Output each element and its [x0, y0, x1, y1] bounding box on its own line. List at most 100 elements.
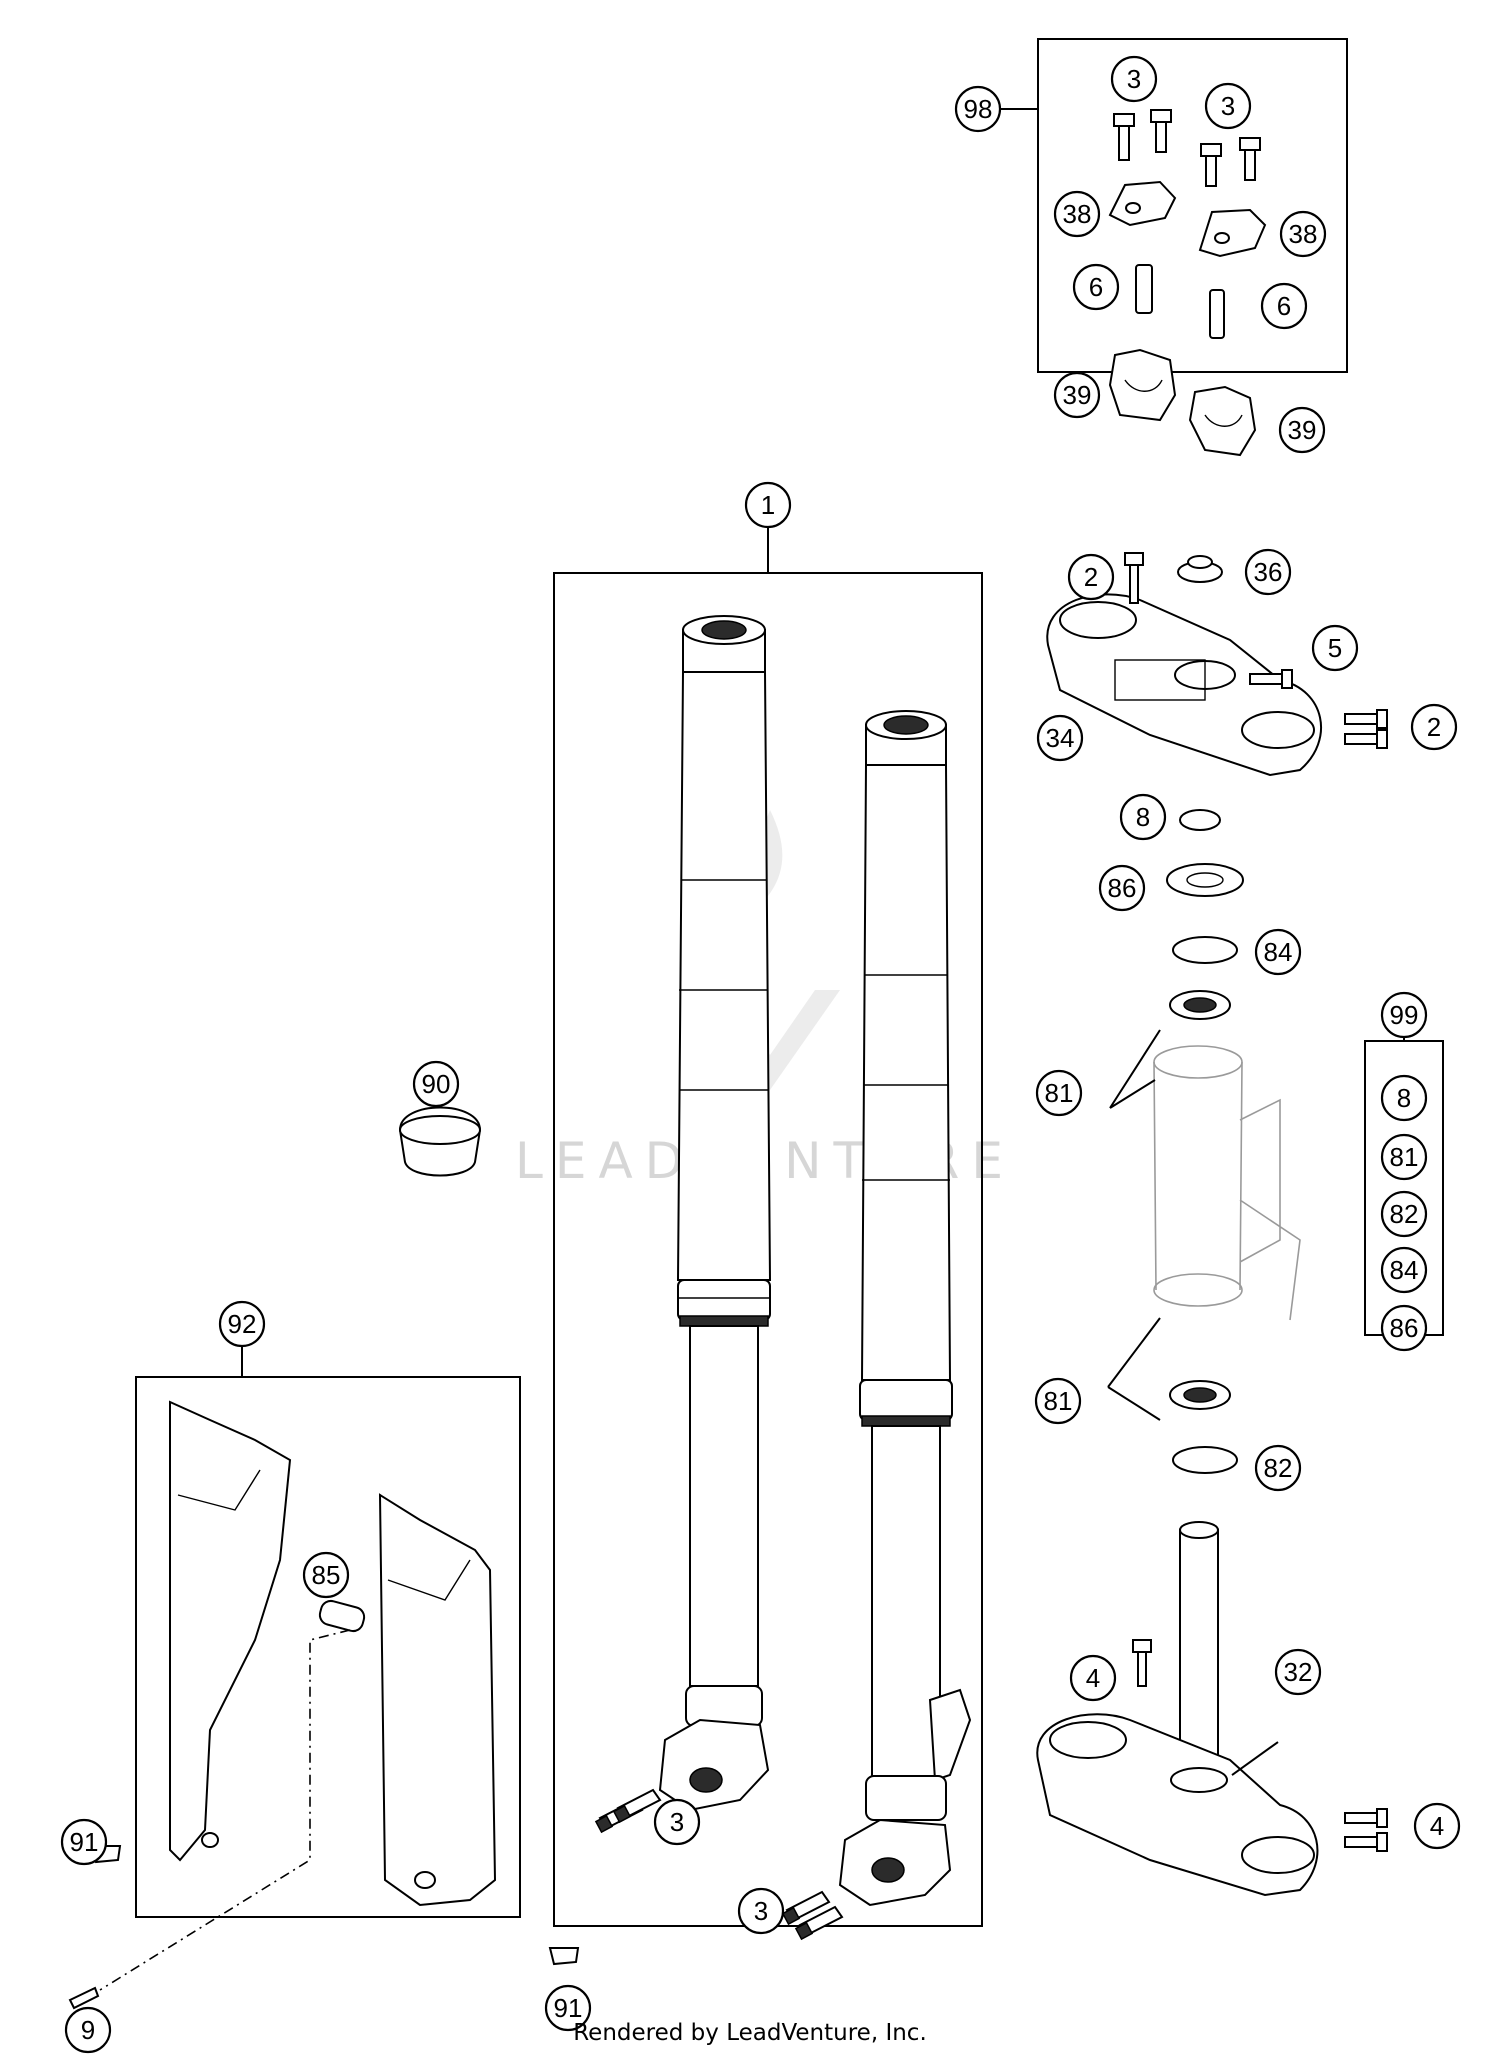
svg-text:39: 39	[1063, 380, 1092, 410]
svg-text:3: 3	[754, 1896, 768, 1926]
handlebar-clamp-base-right	[1188, 385, 1257, 457]
svg-text:4: 4	[1430, 1811, 1444, 1841]
fork-guard-ring	[398, 1106, 482, 1177]
svg-text:86: 86	[1390, 1313, 1419, 1343]
callout-2-top: 2	[1067, 553, 1115, 601]
svg-text:91: 91	[70, 1827, 99, 1857]
callout-38-a: 38	[1053, 190, 1101, 238]
fork-leg-right	[838, 710, 972, 1907]
callout-4-right: 4	[1413, 1802, 1461, 1850]
kit-99-item-86: 86	[1380, 1304, 1428, 1352]
svg-text:3: 3	[1221, 91, 1235, 121]
bolt-91-right	[548, 1947, 580, 1966]
fork-guard-left	[169, 1400, 292, 1862]
svg-text:2: 2	[1084, 562, 1098, 592]
svg-text:1: 1	[761, 490, 775, 520]
svg-text:38: 38	[1063, 199, 1092, 229]
handlebar-clamp-top-right	[1198, 208, 1267, 258]
svg-text:9: 9	[81, 2015, 95, 2045]
svg-text:39: 39	[1288, 415, 1317, 445]
lower-triple-clamp	[1036, 1521, 1319, 1897]
callout-3-fork-right: 3	[737, 1887, 785, 1935]
svg-text:8: 8	[1397, 1083, 1411, 1113]
callout-39-b: 39	[1278, 406, 1326, 454]
kit-99-item-81: 81	[1380, 1133, 1428, 1181]
callout-3-fork-left: 3	[653, 1798, 701, 1846]
callout-82: 82	[1254, 1444, 1302, 1492]
callout-86: 86	[1098, 864, 1146, 912]
callout-85: 85	[302, 1551, 350, 1599]
handlebar-clamp-base-left	[1108, 348, 1177, 422]
frame-head-ghost	[1153, 1045, 1301, 1321]
screw-9	[68, 1986, 100, 2010]
svg-text:99: 99	[1390, 1000, 1419, 1030]
callout-1: 1	[744, 481, 792, 529]
svg-text:92: 92	[228, 1309, 257, 1339]
svg-text:4: 4	[1086, 1663, 1100, 1693]
svg-text:85: 85	[312, 1560, 341, 1590]
lower-clamp-bolts	[1132, 1639, 1388, 1852]
svg-text:34: 34	[1046, 723, 1075, 753]
callout-6-a: 6	[1072, 263, 1120, 311]
callout-81-upper: 81	[1035, 1069, 1083, 1117]
callout-34: 34	[1036, 714, 1084, 762]
svg-text:2: 2	[1427, 712, 1441, 742]
fork-guard-right	[378, 1493, 497, 1907]
callout-91-left: 91	[60, 1818, 108, 1866]
kit-98-bolts	[1113, 109, 1261, 187]
callout-6-b: 6	[1260, 282, 1308, 330]
svg-text:8: 8	[1136, 802, 1150, 832]
callout-38-b: 38	[1279, 210, 1327, 258]
svg-text:98: 98	[964, 94, 993, 124]
axle-clamp-screws-right	[781, 1890, 844, 1941]
callout-32: 32	[1274, 1648, 1322, 1696]
callout-91-right: 91	[544, 1984, 592, 2032]
svg-text:5: 5	[1328, 633, 1342, 663]
callout-90: 90	[412, 1060, 460, 1108]
callout-84: 84	[1254, 928, 1302, 976]
callout-9: 9	[64, 2006, 112, 2054]
svg-text:81: 81	[1045, 1078, 1074, 1108]
callout-3-kit-a: 3	[1110, 55, 1158, 103]
kit-99-item-82: 82	[1380, 1190, 1428, 1238]
seal-lower	[1172, 1446, 1238, 1474]
footer-credit: Rendered by LeadVenture, Inc.	[573, 2020, 927, 2046]
svg-text:90: 90	[422, 1069, 451, 1099]
fork-guard-frame	[135, 1376, 521, 1918]
kit-98-frame	[1037, 38, 1348, 373]
callout-92: 92	[218, 1300, 266, 1348]
callout-36: 36	[1244, 548, 1292, 596]
svg-text:6: 6	[1277, 291, 1291, 321]
svg-text:36: 36	[1254, 557, 1283, 587]
callout-98: 98	[954, 85, 1002, 133]
svg-text:82: 82	[1264, 1453, 1293, 1483]
handlebar-clamp-top-left	[1108, 180, 1177, 227]
svg-text:3: 3	[1127, 64, 1141, 94]
svg-text:32: 32	[1284, 1657, 1313, 1687]
callout-99: 99	[1380, 991, 1428, 1039]
svg-text:81: 81	[1390, 1142, 1419, 1172]
axle-clamp-screws-left	[594, 1788, 662, 1834]
svg-text:91: 91	[554, 1993, 583, 2023]
svg-text:84: 84	[1264, 937, 1293, 967]
svg-text:84: 84	[1390, 1255, 1419, 1285]
upper-triple-clamp	[1046, 593, 1323, 777]
triple-clamp-bolts-top	[1124, 552, 1388, 749]
dust-cover	[1166, 863, 1244, 897]
kit-99-item-8: 8	[1380, 1074, 1428, 1122]
callout-81-lower: 81	[1034, 1377, 1082, 1425]
svg-text:86: 86	[1108, 873, 1137, 903]
spacer-bolt-left	[1135, 264, 1153, 314]
svg-text:38: 38	[1289, 219, 1318, 249]
svg-text:3: 3	[670, 1807, 684, 1837]
seal-upper	[1172, 936, 1238, 964]
callout-5: 5	[1311, 624, 1359, 672]
guard-clip	[318, 1599, 366, 1633]
svg-text:82: 82	[1390, 1199, 1419, 1229]
fork-leg-left	[658, 615, 772, 1812]
callout-3-kit-b: 3	[1204, 82, 1252, 130]
callout-4-top: 4	[1069, 1654, 1117, 1702]
callout-39-a: 39	[1053, 371, 1101, 419]
o-ring	[1179, 809, 1221, 831]
